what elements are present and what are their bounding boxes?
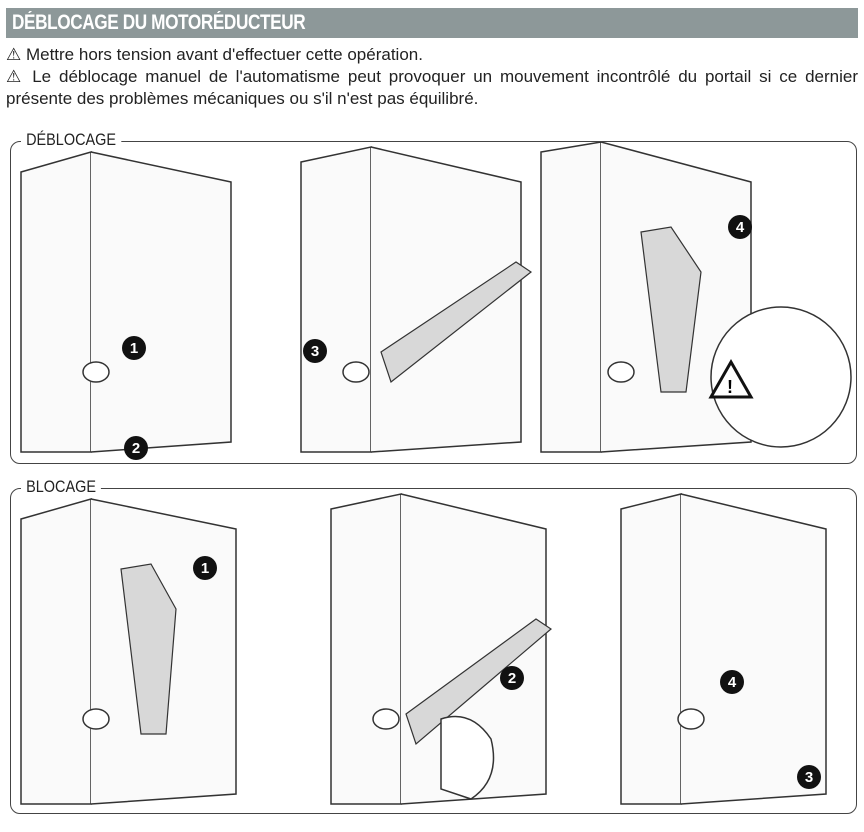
warning-triangle-icon	[708, 358, 754, 399]
lock-section: BLOCAGE 1 2 4 3	[10, 477, 857, 814]
release-cover	[120, 563, 177, 735]
step-badge-4	[728, 215, 752, 239]
lock-cylinder	[342, 361, 370, 383]
step-badge-2	[500, 666, 524, 690]
lock-cylinder	[607, 361, 635, 383]
motor-housing	[330, 493, 402, 805]
lock-section-label: BLOCAGE	[21, 477, 102, 497]
step-badges	[122, 215, 752, 460]
step-number: 4	[736, 219, 745, 236]
svg-text:!: !	[727, 377, 733, 397]
lock-cylinder	[372, 708, 400, 730]
step-number: 2	[132, 440, 140, 457]
lock-cylinder	[82, 361, 110, 383]
section-title: DÉBLOCAGE DU MOTORÉDUCTEUR	[12, 11, 306, 34]
motor-housing	[620, 493, 682, 805]
motor-housing	[20, 498, 92, 805]
lock-cylinder	[677, 708, 705, 730]
step-number: 1	[130, 340, 138, 357]
motor-housing	[90, 151, 232, 453]
hand	[440, 715, 495, 800]
motor-housing	[680, 493, 827, 805]
warning-power-off: ⚠ Mettre hors tension avant d'effectuer …	[6, 45, 423, 64]
release-cover	[640, 226, 702, 393]
release-section-label: DÉBLOCAGE	[21, 130, 122, 150]
step-number: 3	[805, 769, 813, 786]
release-cover	[405, 618, 552, 746]
step-number: 2	[508, 670, 516, 687]
lock-cylinder	[82, 708, 110, 730]
release-illustration: ! 1 2 3 4	[20, 142, 852, 460]
step-number: 1	[201, 560, 209, 577]
release-cover	[380, 261, 533, 383]
motor-housing	[540, 142, 602, 453]
step-badge-3	[303, 339, 327, 363]
step-number: 4	[728, 674, 737, 691]
step-badge-1	[122, 336, 146, 360]
lock-illustration: 1 2 4 3	[20, 493, 827, 805]
release-section: DÉBLOCAGE ! 1 2	[10, 130, 857, 464]
step-badge-3	[797, 765, 821, 789]
motor-housing	[370, 146, 522, 453]
step-badges	[193, 556, 821, 789]
warning-uncontrolled-movement: ⚠ Le déblocage manuel de l'automatisme p…	[6, 67, 858, 108]
section-header: DÉBLOCAGE DU MOTORÉDUCTEUR	[6, 8, 858, 38]
step-badge-4	[720, 670, 744, 694]
step-badge-2	[124, 436, 148, 460]
step-number: 3	[311, 343, 319, 360]
motor-housing	[20, 151, 92, 453]
step-badge-1	[193, 556, 217, 580]
detail-magnifier	[710, 306, 852, 448]
motor-housing	[300, 146, 372, 453]
